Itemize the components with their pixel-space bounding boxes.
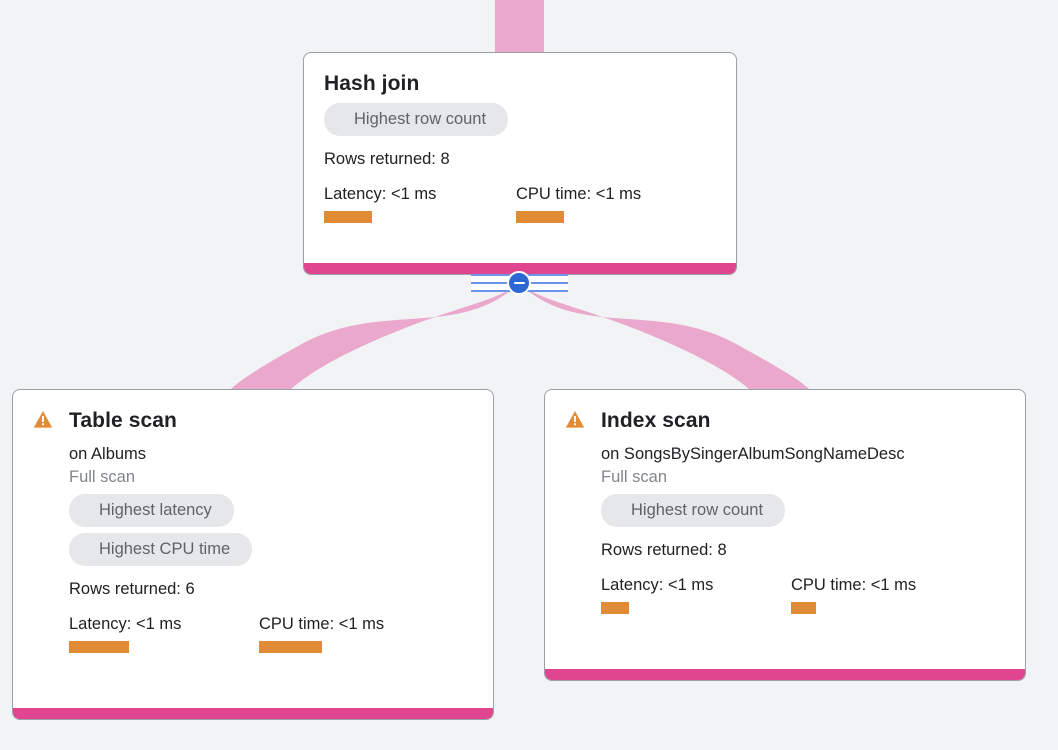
metric-latency: Latency: <1 ms [69, 614, 259, 653]
node-title: Index scan [601, 409, 711, 432]
node-title: Table scan [69, 409, 177, 432]
collapse-children-toggle[interactable] [507, 271, 531, 295]
node-body: Hash join Highest row count Rows returne… [304, 53, 736, 263]
node-chip: Highest CPU time [69, 533, 253, 566]
node-title-block: Hash join Highest row count Rows returne… [324, 71, 716, 223]
metric-cpu-time: CPU time: <1 ms [516, 184, 641, 223]
metric-cpu-time-bar [791, 602, 816, 614]
metric-cpu-time-label: CPU time: <1 ms [791, 576, 917, 594]
node-body: Index scan on SongsBySingerAlbumSongName… [545, 390, 1025, 669]
node-chip-list: Highest latency Highest CPU time [69, 494, 473, 572]
node-title-block: Index scan on SongsBySingerAlbumSongName… [601, 408, 1005, 614]
metric-cpu-time-label: CPU time: <1 ms [259, 615, 385, 633]
node-rows-returned: Rows returned: 6 [69, 580, 195, 598]
node-metrics: Latency: <1 ms CPU time: <1 ms [324, 184, 716, 223]
node-chip: Highest row count [324, 103, 509, 136]
node-subtitle: on SongsBySingerAlbumSongNameDesc [601, 445, 905, 463]
node-rows-returned: Rows returned: 8 [601, 541, 727, 559]
metric-latency-label: Latency: <1 ms [324, 185, 437, 203]
node-header: Table scan on Albums Full scan Highest l… [33, 408, 473, 653]
metric-latency-bar [69, 641, 129, 653]
metric-cpu-time-bar [516, 211, 564, 223]
node-chip-list: Highest row count [601, 494, 1005, 533]
edge-to-index-scan [519, 283, 810, 390]
metric-latency: Latency: <1 ms [601, 575, 791, 614]
node-subtitle: on Albums [69, 445, 147, 463]
warning-triangle-icon [565, 411, 585, 428]
metric-cpu-time: CPU time: <1 ms [791, 575, 916, 614]
node-accent-bar [545, 669, 1025, 680]
metric-latency-label: Latency: <1 ms [69, 615, 182, 633]
metric-cpu-time-label: CPU time: <1 ms [516, 185, 642, 203]
node-header: Index scan on SongsBySingerAlbumSongName… [565, 408, 1005, 614]
metric-cpu-time-bar [259, 641, 322, 653]
edge-incoming-parent [495, 0, 544, 53]
warning-slot [33, 408, 69, 429]
metric-latency-label: Latency: <1 ms [601, 576, 714, 594]
node-accent-bar [13, 708, 493, 719]
plan-node-hash-join[interactable]: Hash join Highest row count Rows returne… [303, 52, 737, 275]
warning-triangle-icon [33, 411, 53, 428]
node-title: Hash join [324, 72, 420, 95]
node-metrics: Latency: <1 ms CPU time: <1 ms [601, 575, 1005, 614]
node-title-block: Table scan on Albums Full scan Highest l… [69, 408, 473, 653]
warning-slot [565, 408, 601, 429]
node-header: Hash join Highest row count Rows returne… [324, 71, 716, 223]
node-rows-returned: Rows returned: 8 [324, 150, 450, 168]
edge-to-table-scan [230, 283, 519, 390]
minus-icon [513, 282, 525, 284]
node-accent-bar [304, 263, 736, 274]
node-chip: Highest latency [69, 494, 234, 527]
metric-latency: Latency: <1 ms [324, 184, 516, 223]
metric-latency-bar [324, 211, 372, 223]
node-scan-type: Full scan [601, 468, 668, 486]
metric-cpu-time: CPU time: <1 ms [259, 614, 384, 653]
node-scan-type: Full scan [69, 468, 136, 486]
plan-node-index-scan[interactable]: Index scan on SongsBySingerAlbumSongName… [544, 389, 1026, 681]
node-chip-list: Highest row count [324, 103, 716, 142]
plan-node-table-scan[interactable]: Table scan on Albums Full scan Highest l… [12, 389, 494, 720]
node-body: Table scan on Albums Full scan Highest l… [13, 390, 493, 708]
node-metrics: Latency: <1 ms CPU time: <1 ms [69, 614, 473, 653]
metric-latency-bar [601, 602, 629, 614]
node-chip: Highest row count [601, 494, 786, 527]
